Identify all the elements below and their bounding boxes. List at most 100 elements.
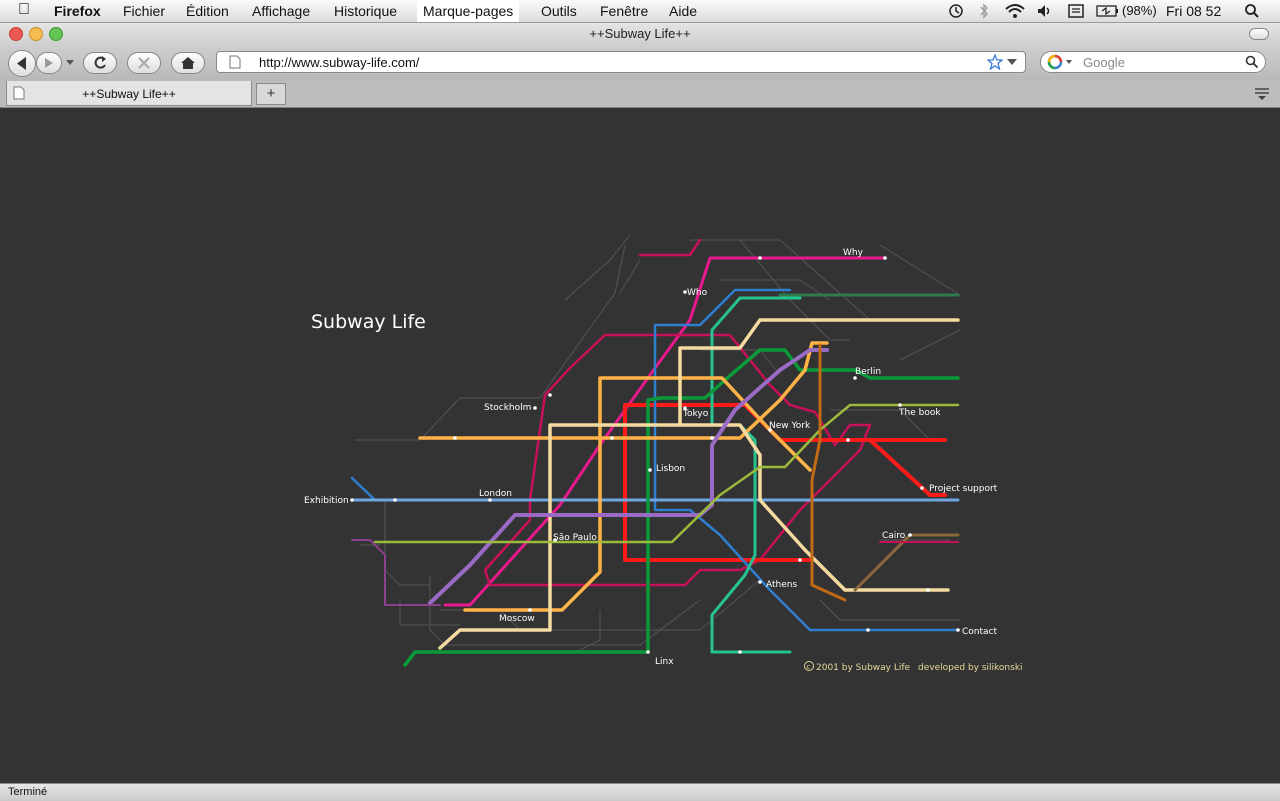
station-dot[interactable] [646, 650, 650, 654]
line-cream [438, 318, 960, 650]
station-tokyo[interactable]: Tokyo [682, 409, 709, 419]
menu-aide[interactable]: Aide [669, 3, 698, 19]
google-engine-icon[interactable] [1047, 54, 1073, 70]
station-cairo[interactable]: Cairo [882, 531, 906, 541]
volume-icon[interactable] [1036, 3, 1054, 19]
menu-app-firefox[interactable]: Firefox [54, 3, 101, 19]
station-dot[interactable] [866, 628, 870, 632]
station-dot[interactable] [738, 650, 742, 654]
station-dot[interactable] [648, 468, 652, 472]
station-athens[interactable]: Athens [766, 580, 797, 590]
station-why[interactable]: Why [843, 248, 864, 258]
menu-edition[interactable]: Édition [186, 3, 229, 19]
station-who[interactable]: Who [687, 288, 708, 298]
tab-favicon-icon [13, 86, 25, 100]
bookmark-star-icon[interactable] [987, 54, 1003, 70]
station-new-york[interactable]: New York [769, 421, 811, 431]
search-bar[interactable]: Google [1040, 51, 1266, 73]
station-dot[interactable] [853, 376, 857, 380]
station-dot[interactable] [768, 428, 772, 432]
station-dot[interactable] [846, 438, 850, 442]
station-dot[interactable] [883, 256, 887, 260]
page-content: Subway Life Why Who Berlin The book Stoc… [0, 108, 1280, 783]
page-heading: Subway Life [311, 311, 426, 333]
station-dot[interactable] [350, 498, 354, 502]
station-dot[interactable] [710, 436, 714, 440]
battery-percentage[interactable]: (98%) [1122, 3, 1157, 18]
status-bar: Terminé [0, 783, 1280, 801]
station-dot[interactable] [393, 498, 397, 502]
home-icon [181, 57, 195, 69]
bluetooth-icon[interactable] [978, 3, 990, 19]
station-dot[interactable] [683, 406, 687, 410]
station-dot[interactable] [758, 580, 762, 584]
spotlight-icon[interactable] [1244, 3, 1260, 19]
station-the-book[interactable]: The book [898, 408, 941, 418]
history-dropdown-icon[interactable] [66, 60, 74, 66]
stop-button[interactable] [127, 52, 161, 74]
page-favicon-icon [229, 55, 241, 69]
line-tan [853, 533, 960, 592]
apple-icon[interactable]:  [18, 1, 30, 19]
menu-affichage[interactable]: Affichage [252, 3, 311, 19]
station-dot[interactable] [553, 538, 557, 542]
forward-arrow-icon [45, 58, 53, 68]
station-dot[interactable] [956, 628, 960, 632]
station-dot[interactable] [453, 436, 457, 440]
tab-subway-life[interactable]: ++Subway Life++ [6, 81, 252, 106]
tab-list-icon[interactable] [1254, 87, 1270, 101]
url-dropdown-icon[interactable] [1007, 59, 1017, 67]
station-dot[interactable] [528, 608, 532, 612]
station-contact[interactable]: Contact [962, 627, 997, 637]
toolbar-toggle-button[interactable] [1249, 28, 1269, 40]
station-london[interactable]: London [479, 489, 512, 499]
station-moscow[interactable]: Moscow [499, 614, 535, 624]
window-title: ++Subway Life++ [589, 26, 691, 41]
station-exhibition[interactable]: Exhibition [304, 496, 349, 506]
station-dot[interactable] [610, 436, 614, 440]
home-button[interactable] [171, 52, 205, 74]
url-text[interactable]: http://www.subway-life.com/ [259, 55, 420, 70]
station-dot[interactable] [533, 406, 537, 410]
station-dot[interactable] [683, 290, 687, 294]
tab-bar: ++Subway Life++ + [0, 81, 1280, 108]
station-dot[interactable] [898, 403, 902, 407]
reload-button[interactable] [83, 52, 117, 74]
line-violet [351, 539, 441, 606]
station-dot[interactable] [908, 533, 912, 537]
station-dot[interactable] [798, 558, 802, 562]
subway-lines [350, 238, 960, 667]
menu-clock[interactable]: Fri 08 52 [1166, 3, 1222, 19]
menu-outils[interactable]: Outils [541, 3, 577, 19]
station-dot[interactable] [758, 256, 762, 260]
menu-fenetre[interactable]: Fenêtre [600, 3, 649, 19]
minimize-window-button[interactable] [29, 27, 43, 41]
battery-icon[interactable] [1096, 4, 1120, 18]
menu-marque-pages[interactable]: Marque-pages [417, 0, 520, 22]
url-bar[interactable]: http://www.subway-life.com/ [216, 51, 1026, 73]
keyboard-menu-icon[interactable] [1068, 3, 1084, 19]
station-stockholm[interactable]: Stockholm [484, 403, 531, 413]
station-dot[interactable] [926, 588, 930, 592]
station-dot[interactable] [548, 393, 552, 397]
developer-credit[interactable]: developed by silikonski [918, 663, 1023, 673]
station-berlin[interactable]: Berlin [855, 367, 881, 377]
window-title-bar: ++Subway Life++ [0, 23, 1280, 45]
station-project-support[interactable]: Project support [929, 484, 998, 494]
time-machine-icon[interactable] [948, 3, 964, 19]
wifi-icon[interactable] [1004, 3, 1026, 19]
station-dot[interactable] [488, 498, 492, 502]
station-dot[interactable] [920, 486, 924, 490]
back-button[interactable] [8, 50, 36, 77]
new-tab-button[interactable]: + [256, 83, 286, 105]
search-icon[interactable] [1245, 55, 1259, 69]
search-placeholder[interactable]: Google [1083, 55, 1125, 70]
close-window-button[interactable] [9, 27, 23, 41]
menu-fichier[interactable]: Fichier [123, 3, 166, 19]
station-sao-paulo[interactable]: São Paulo [553, 533, 597, 543]
forward-button[interactable] [36, 52, 62, 74]
station-lisbon[interactable]: Lisbon [656, 464, 685, 474]
station-linx[interactable]: Linx [655, 657, 674, 667]
zoom-window-button[interactable] [49, 27, 63, 41]
menu-historique[interactable]: Historique [334, 3, 398, 19]
